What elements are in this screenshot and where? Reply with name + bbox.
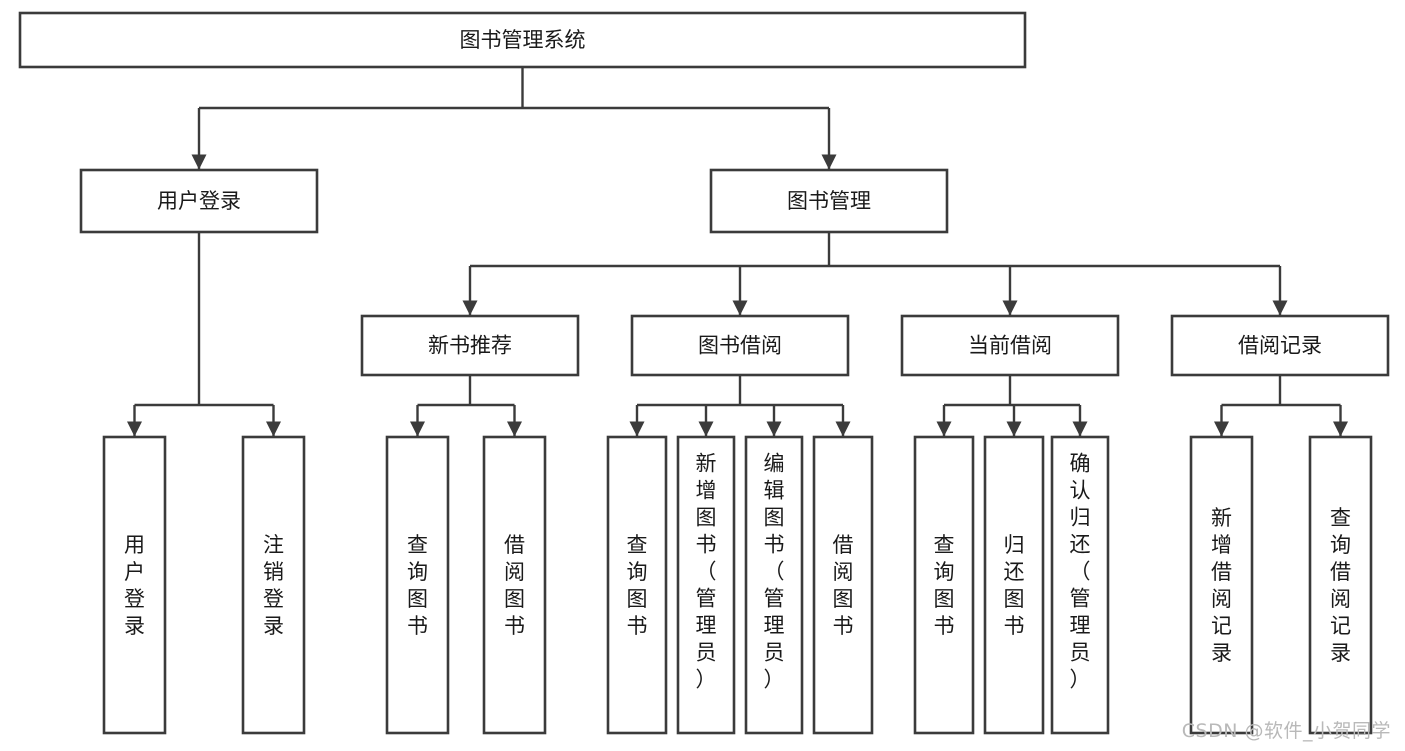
node-label: 新书推荐 — [428, 334, 512, 358]
arrow-head-icon — [1006, 421, 1022, 437]
node-label: 编辑图书（管理员） — [764, 451, 785, 691]
node-label: 查询借阅记录 — [1330, 506, 1351, 665]
arrow-head-icon — [127, 421, 142, 437]
arrow-head-icon — [1002, 300, 1018, 316]
node-leaf-confirm-return-admin[interactable]: 确认归还（管理员） — [1050, 435, 1110, 735]
node-label: 当前借阅 — [968, 334, 1052, 358]
connector-group-borrow-record — [1214, 375, 1348, 437]
arrow-head-icon — [766, 421, 782, 437]
node-leaf-logout-login[interactable]: 注销登录 — [241, 435, 306, 735]
node-label: 图书管理 — [787, 189, 871, 213]
node-label: 用户登录 — [124, 533, 145, 638]
arrow-head-icon — [462, 300, 478, 316]
node-label: 查询图书 — [627, 533, 648, 638]
arrow-head-icon — [698, 421, 714, 437]
node-current-borrow[interactable]: 当前借阅 — [900, 314, 1120, 377]
arrow-head-icon — [1214, 421, 1229, 437]
node-leaf-query-book-rec[interactable]: 查询图书 — [385, 435, 450, 735]
node-label: 图书借阅 — [698, 334, 782, 358]
arrow-head-icon — [1072, 421, 1088, 437]
boxes-layer: 图书管理系统用户登录图书管理新书推荐图书借阅当前借阅借阅记录用户登录注销登录查询… — [18, 11, 1390, 735]
watermark-text: CSDN @软件_小贺同学 — [1181, 720, 1391, 742]
connector-group-book-borrow — [629, 375, 851, 437]
arrow-head-icon — [191, 154, 207, 170]
node-label: 新增借阅记录 — [1211, 506, 1232, 665]
node-new-book-recommend[interactable]: 新书推荐 — [360, 314, 580, 377]
node-leaf-add-borrow-record[interactable]: 新增借阅记录 — [1189, 435, 1254, 735]
arrow-head-icon — [507, 421, 522, 437]
node-label: 确认归还（管理员） — [1070, 451, 1091, 691]
node-label: 查询图书 — [407, 533, 428, 638]
node-leaf-user-login[interactable]: 用户登录 — [102, 435, 167, 735]
node-label: 图书管理系统 — [460, 28, 586, 52]
node-leaf-edit-book-admin[interactable]: 编辑图书（管理员） — [744, 435, 804, 735]
node-user-login[interactable]: 用户登录 — [79, 168, 319, 234]
node-leaf-borrow-book-rec[interactable]: 借阅图书 — [482, 435, 547, 735]
connector-group-current-borrow — [936, 375, 1088, 437]
node-leaf-query-book-cur[interactable]: 查询图书 — [913, 435, 975, 735]
arrow-head-icon — [732, 300, 748, 316]
node-leaf-query-borrow-record[interactable]: 查询借阅记录 — [1308, 435, 1373, 735]
node-label: 查询图书 — [934, 533, 955, 638]
connectors-layer — [127, 67, 1348, 437]
node-label: 用户登录 — [157, 189, 241, 213]
node-root[interactable]: 图书管理系统 — [18, 11, 1027, 69]
node-leaf-return-book[interactable]: 归还图书 — [983, 435, 1045, 735]
node-book-manage[interactable]: 图书管理 — [709, 168, 949, 234]
arrow-head-icon — [1333, 421, 1348, 437]
node-label: 借阅图书 — [833, 533, 854, 638]
arrow-head-icon — [835, 421, 851, 437]
node-borrow-record[interactable]: 借阅记录 — [1170, 314, 1390, 377]
arrow-head-icon — [821, 154, 837, 170]
arrow-head-icon — [629, 421, 645, 437]
node-leaf-borrow-book[interactable]: 借阅图书 — [812, 435, 874, 735]
node-label: 借阅图书 — [504, 533, 525, 638]
node-leaf-add-book-admin[interactable]: 新增图书（管理员） — [676, 435, 736, 735]
node-label: 新增图书（管理员） — [696, 451, 717, 691]
node-label: 借阅记录 — [1238, 334, 1322, 358]
connector-group-root — [191, 67, 837, 170]
arrow-head-icon — [410, 421, 425, 437]
arrow-head-icon — [266, 421, 281, 437]
connector-group-user-login — [127, 232, 281, 437]
node-book-borrow[interactable]: 图书借阅 — [630, 314, 850, 377]
node-label: 注销登录 — [263, 533, 284, 638]
connector-group-book-manage — [462, 232, 1288, 316]
arrow-head-icon — [936, 421, 952, 437]
connector-group-new-book-recommend — [410, 375, 522, 437]
arrow-head-icon — [1272, 300, 1288, 316]
node-leaf-query-book-borrow[interactable]: 查询图书 — [606, 435, 668, 735]
node-label: 归还图书 — [1004, 533, 1025, 638]
